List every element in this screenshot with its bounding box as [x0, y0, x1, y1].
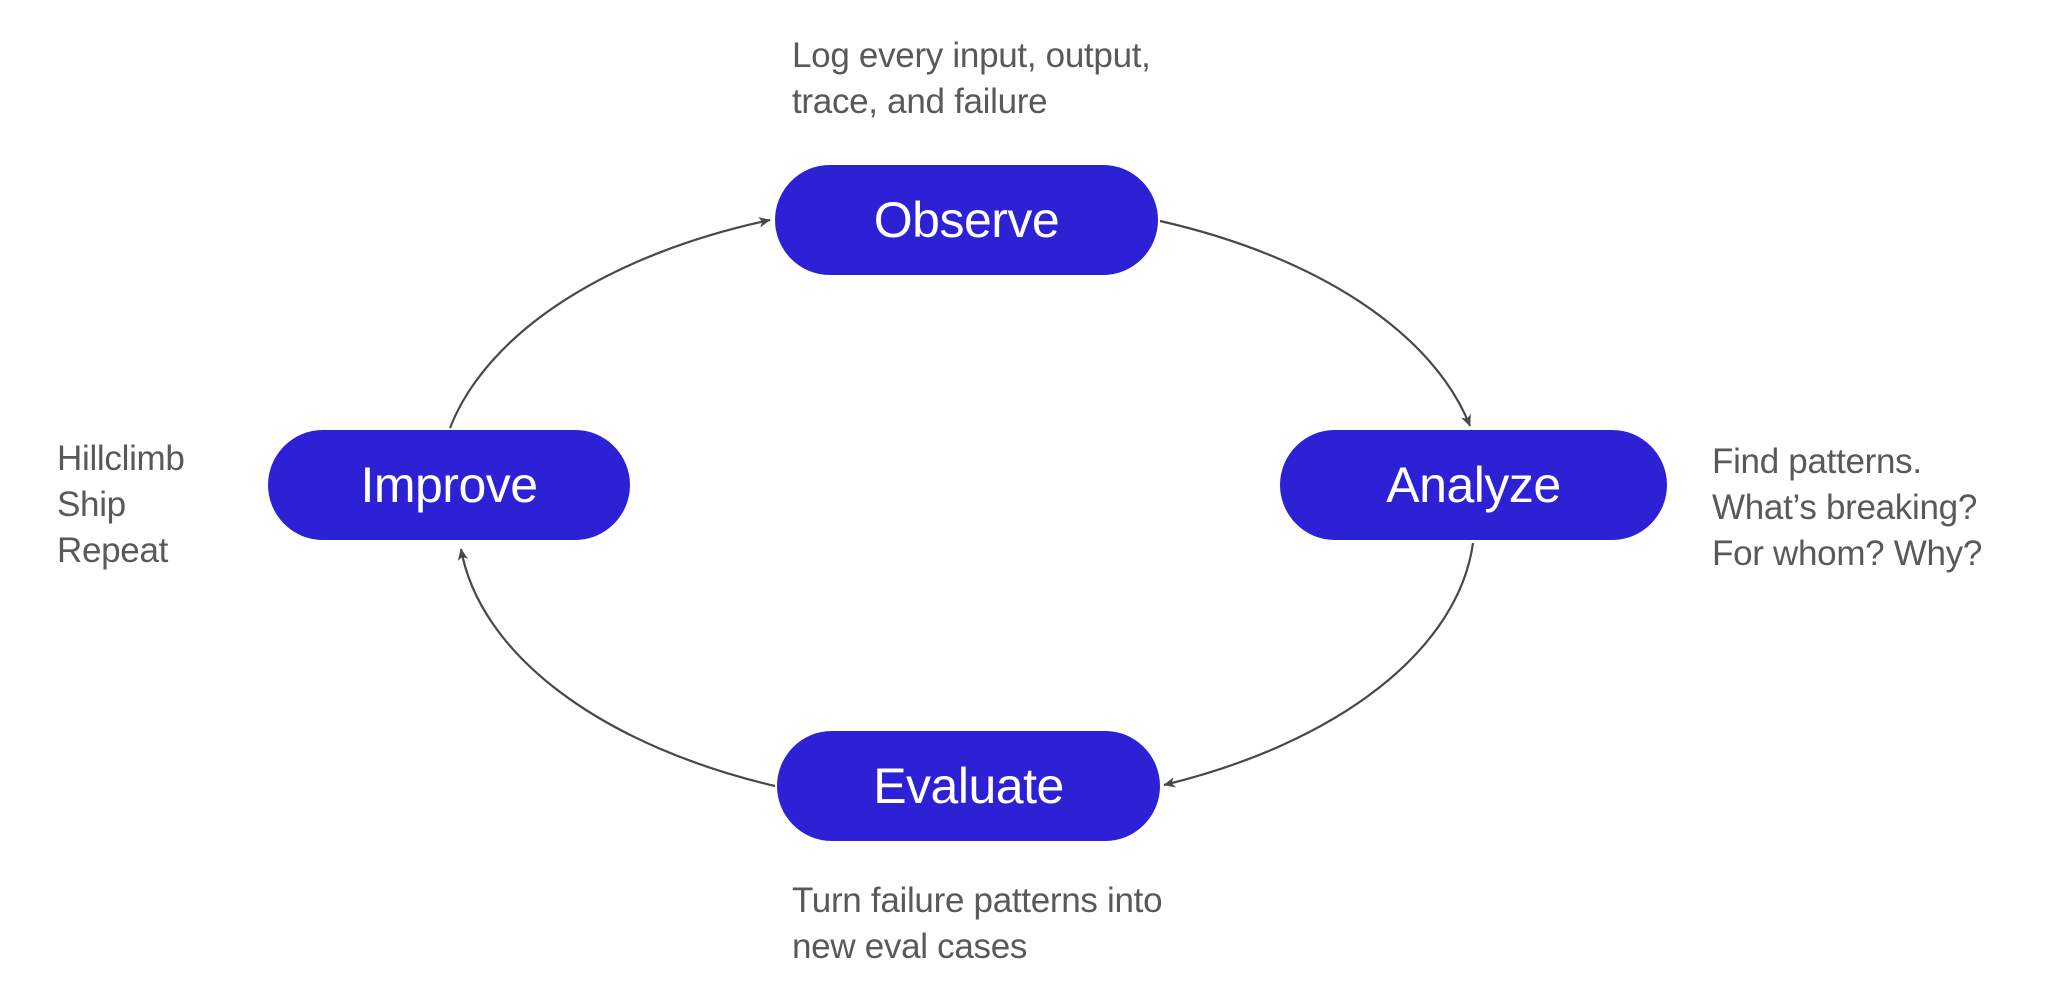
node-observe-label: Observe: [873, 192, 1060, 248]
annotation-improve-line-2: Ship: [57, 485, 126, 524]
annotation-improve-line-3: Repeat: [57, 531, 169, 570]
annotation-analyze-line-2: What’s breaking?: [1712, 488, 1977, 527]
node-analyze: Analyze: [1280, 430, 1667, 540]
annotation-observe-line-2: trace, and failure: [792, 82, 1048, 121]
node-improve-label: Improve: [360, 457, 538, 513]
annotation-evaluate-line-2: new eval cases: [792, 927, 1028, 966]
node-evaluate: Evaluate: [777, 731, 1160, 841]
arrow-improve-to-observe: [448, 217, 771, 429]
annotation-analyze: Find patterns. What’s breaking? For whom…: [1712, 439, 1982, 577]
node-improve: Improve: [268, 430, 630, 540]
arrow-observe-to-analyze: [1159, 219, 1472, 427]
annotation-improve-line-1: Hillclimb: [57, 439, 185, 478]
node-analyze-label: Analyze: [1386, 457, 1561, 513]
node-observe: Observe: [775, 165, 1158, 275]
annotation-analyze-line-1: Find patterns.: [1712, 442, 1922, 481]
annotation-observe-line-1: Log every input, output,: [792, 36, 1151, 75]
annotation-improve: Hillclimb Ship Repeat: [57, 436, 185, 574]
node-evaluate-label: Evaluate: [873, 758, 1064, 814]
arrow-evaluate-to-improve: [457, 548, 776, 788]
annotation-analyze-line-3: For whom? Why?: [1712, 534, 1983, 573]
annotation-observe: Log every input, output, trace, and fail…: [792, 33, 1151, 125]
annotation-evaluate: Turn failure patterns into new eval case…: [792, 878, 1163, 970]
annotation-evaluate-line-1: Turn failure patterns into: [792, 881, 1163, 920]
arrow-analyze-to-evaluate: [1163, 542, 1475, 788]
